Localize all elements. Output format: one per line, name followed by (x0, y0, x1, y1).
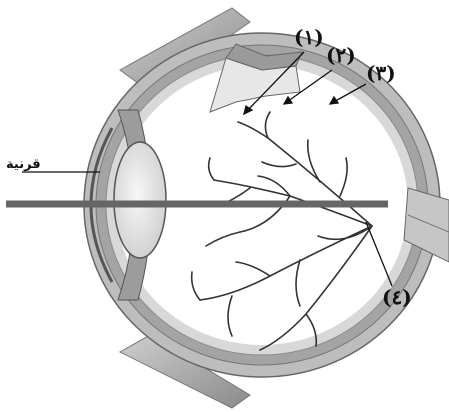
label-pointers (22, 51, 393, 287)
retinal-blood-vessels (190, 111, 373, 351)
label-4: (٤) (382, 285, 412, 309)
lens (113, 141, 167, 259)
label-2: (٢) (326, 43, 356, 67)
optic-nerve-stripe (407, 214, 449, 233)
pointer-2 (283, 69, 333, 105)
pointer-1-head (243, 104, 254, 116)
pointer-1 (243, 51, 305, 115)
label-cornea: قرنية (6, 157, 41, 172)
pointer-2-head (282, 95, 294, 105)
layer-cutaway-band (225, 43, 303, 71)
optic-nerve (403, 187, 449, 263)
label-1: (١) (294, 25, 324, 49)
pointer-4 (365, 221, 393, 287)
lower-eye-muscle (118, 334, 251, 409)
label-3: (٣) (366, 61, 396, 85)
pointer-3-head (328, 95, 340, 105)
